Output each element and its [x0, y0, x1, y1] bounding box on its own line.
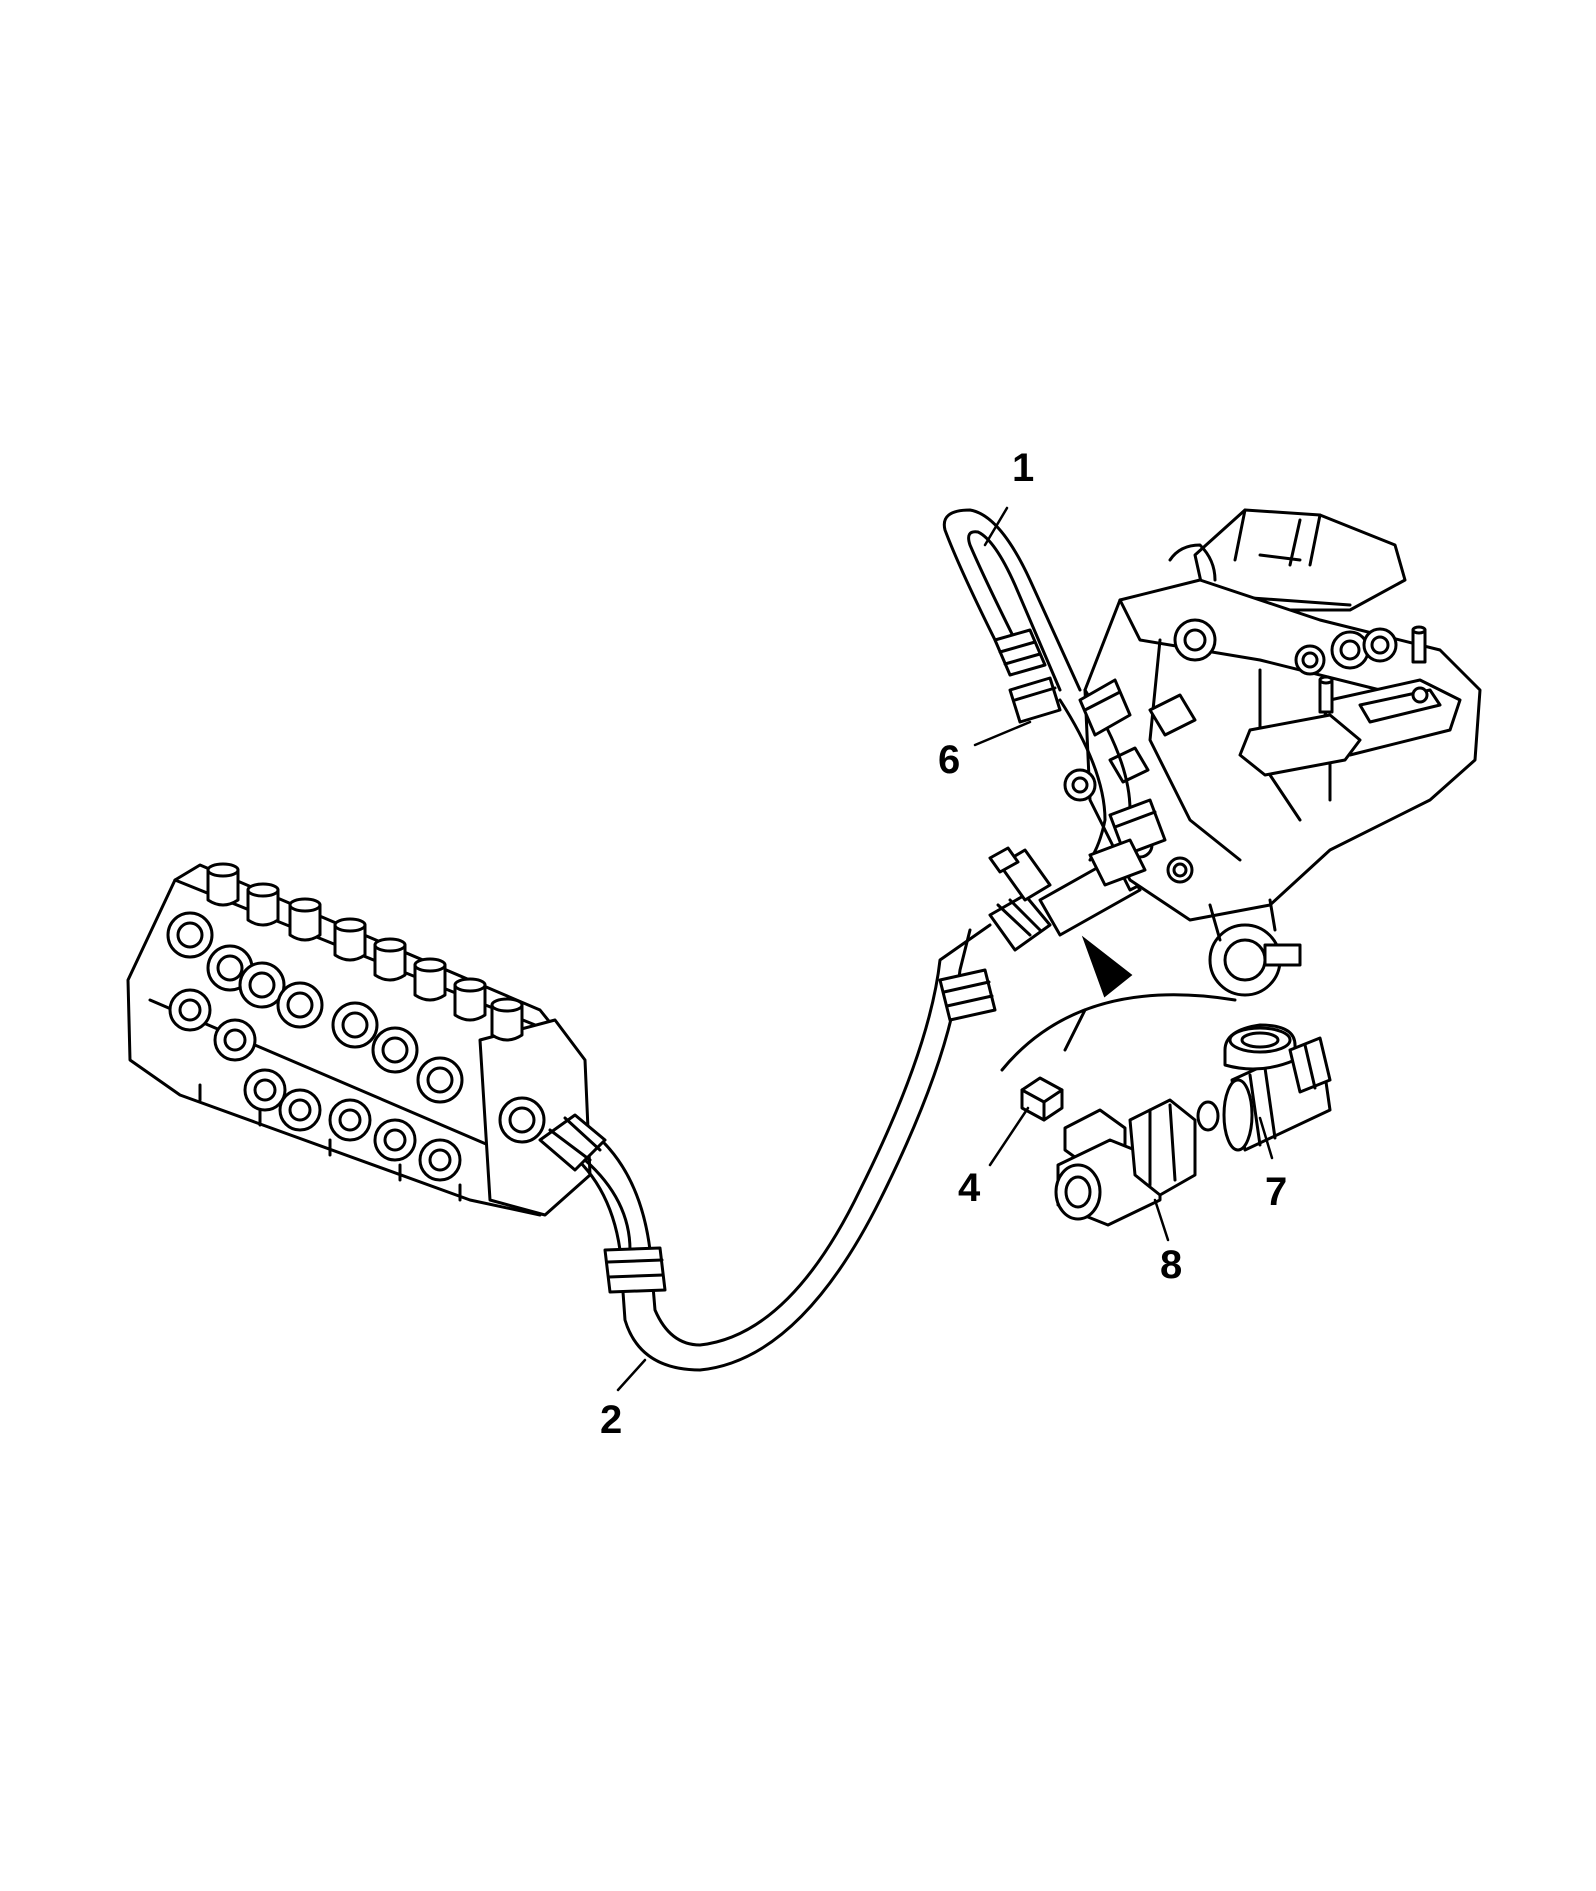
- callout-8: 8: [1160, 1243, 1183, 1287]
- exploded-fitting-detail: [1000, 935, 1332, 1227]
- leader-lines: [616, 506, 1274, 1392]
- control-valve-block: [126, 862, 592, 1217]
- hose-2: [538, 893, 1052, 1372]
- callout-4: 4: [958, 1166, 981, 1210]
- leader-7: [1258, 1116, 1274, 1160]
- part-4-cap: [1020, 1076, 1064, 1122]
- leader-1: [983, 506, 1009, 547]
- callout-6: 6: [938, 738, 961, 782]
- callout-7: 7: [1265, 1170, 1288, 1214]
- detail-arrow: [1081, 935, 1133, 998]
- leader-4: [988, 1106, 1030, 1167]
- leader-2: [616, 1358, 647, 1392]
- part-8-tee-adapter: [1054, 1098, 1197, 1227]
- pump-assembly: [1063, 508, 1482, 997]
- callout-1: 1: [1012, 446, 1035, 490]
- leader-8: [1153, 1198, 1170, 1242]
- part-7-tee-fitting: [1196, 1023, 1332, 1152]
- detail-arc: [1000, 993, 1237, 1072]
- callout-2: 2: [600, 1398, 623, 1442]
- hose-1: [942, 508, 1167, 887]
- valve-ports: [166, 911, 464, 1182]
- valve-spool-caps: [206, 862, 524, 1042]
- leader-6: [973, 720, 1032, 747]
